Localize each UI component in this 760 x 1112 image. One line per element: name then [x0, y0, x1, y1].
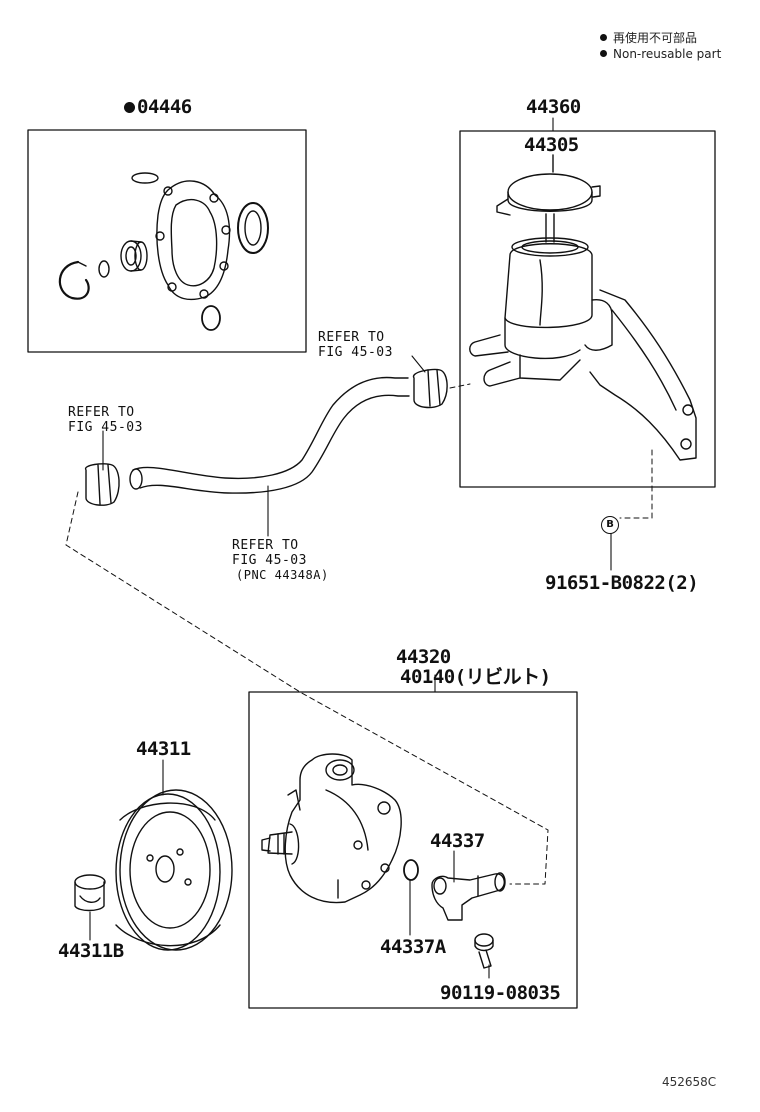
- legend-japanese: 再使用不可部品: [600, 32, 697, 44]
- kit-label: 04446: [124, 98, 192, 117]
- gasket-kit-parts: [58, 172, 269, 331]
- leader-lines: [89, 117, 612, 979]
- refer-text: REFER TO: [68, 405, 135, 420]
- legend-english: Non-reusable part: [600, 48, 721, 60]
- reservoir-cap-label: 44305: [524, 134, 579, 156]
- pulley-label: 44311: [136, 738, 191, 760]
- oring-label: 44337A: [380, 936, 446, 958]
- union-bolt-label: 90119-08035: [440, 982, 561, 1004]
- bolt-marker-b: B: [601, 516, 619, 534]
- refer-text: REFER TO: [232, 538, 299, 553]
- suction-hose: [84, 368, 448, 506]
- pump-assembly: [261, 753, 506, 969]
- legend-dot-icon: [600, 50, 607, 57]
- refer-fig: FIG 45-03: [232, 553, 307, 568]
- union-label: 44337: [430, 830, 485, 852]
- bolt-part-label: 91651-B0822(2): [545, 572, 699, 594]
- refer-upper-left: REFER TO FIG 45-03: [68, 405, 143, 435]
- refer-pnc: (PNC 44348A): [236, 568, 329, 582]
- pump-rebuilt-label: 40140(リビルト): [400, 666, 551, 688]
- gasket-kit-box: [27, 129, 307, 353]
- reservoir-assembly: [469, 154, 697, 461]
- refer-fig: FIG 45-03: [68, 420, 143, 435]
- refer-hose: REFER TO FIG 45-03 (PNC 44348A): [232, 538, 329, 583]
- legend-japanese-text: 再使用不可部品: [613, 31, 698, 45]
- legend-english-text: Non-reusable part: [613, 47, 722, 61]
- dashed-connector-lines: [65, 383, 653, 885]
- refer-upper-right: REFER TO FIG 45-03: [318, 330, 393, 360]
- pump-assy-label: 44320: [396, 646, 451, 668]
- kit-code: 04446: [137, 96, 192, 118]
- pulley-part: [74, 789, 233, 951]
- diagram-id: 452658C: [662, 1075, 717, 1089]
- legend-dot-icon: [600, 34, 607, 41]
- refer-text: REFER TO: [318, 330, 385, 345]
- non-reusable-dot-icon: [124, 102, 135, 113]
- reservoir-assy-label: 44360: [526, 96, 581, 118]
- pulley-nut-label: 44311B: [58, 940, 124, 962]
- reservoir-box: [459, 130, 716, 488]
- pump-box: [248, 691, 578, 1009]
- refer-fig: FIG 45-03: [318, 345, 393, 360]
